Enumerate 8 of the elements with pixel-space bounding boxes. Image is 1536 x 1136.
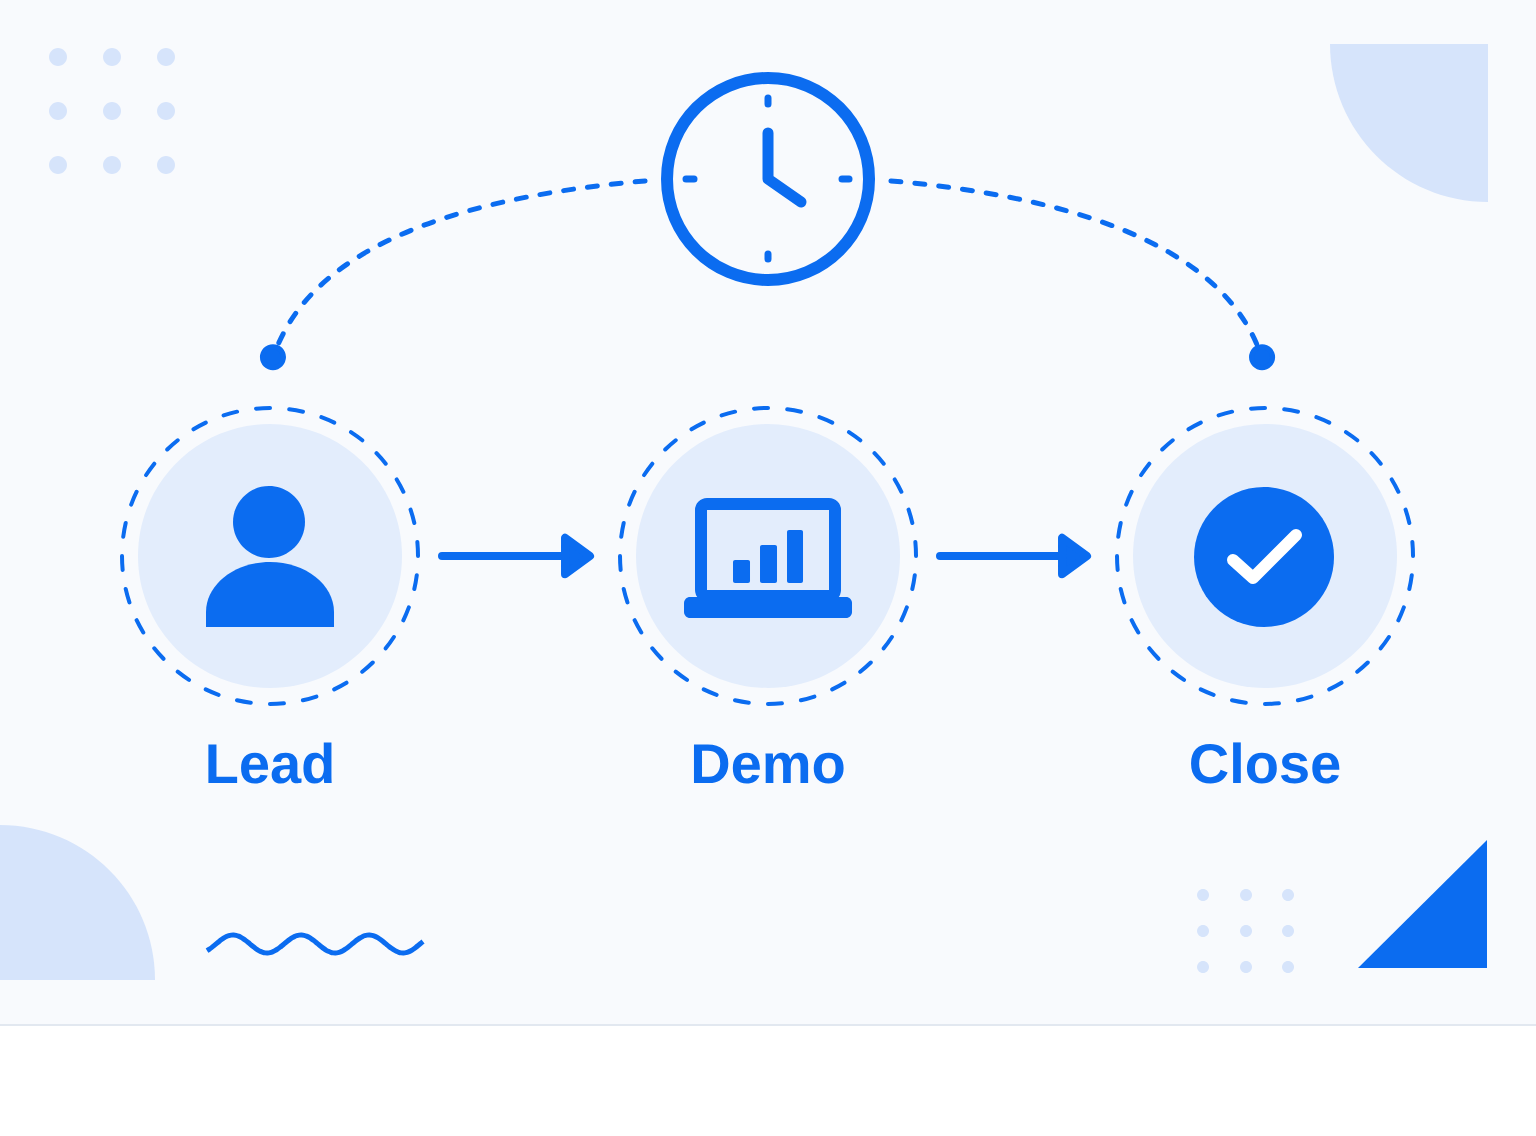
- clock-icon: [661, 72, 875, 286]
- arrow: [936, 533, 1091, 579]
- dashed-arc: [888, 178, 1276, 371]
- stage-label: Lead: [208, 742, 332, 784]
- stage-label: Demo: [693, 744, 844, 784]
- arrow: [438, 533, 594, 579]
- dashed-arc: [259, 178, 648, 371]
- stage-label: Close: [1191, 742, 1340, 784]
